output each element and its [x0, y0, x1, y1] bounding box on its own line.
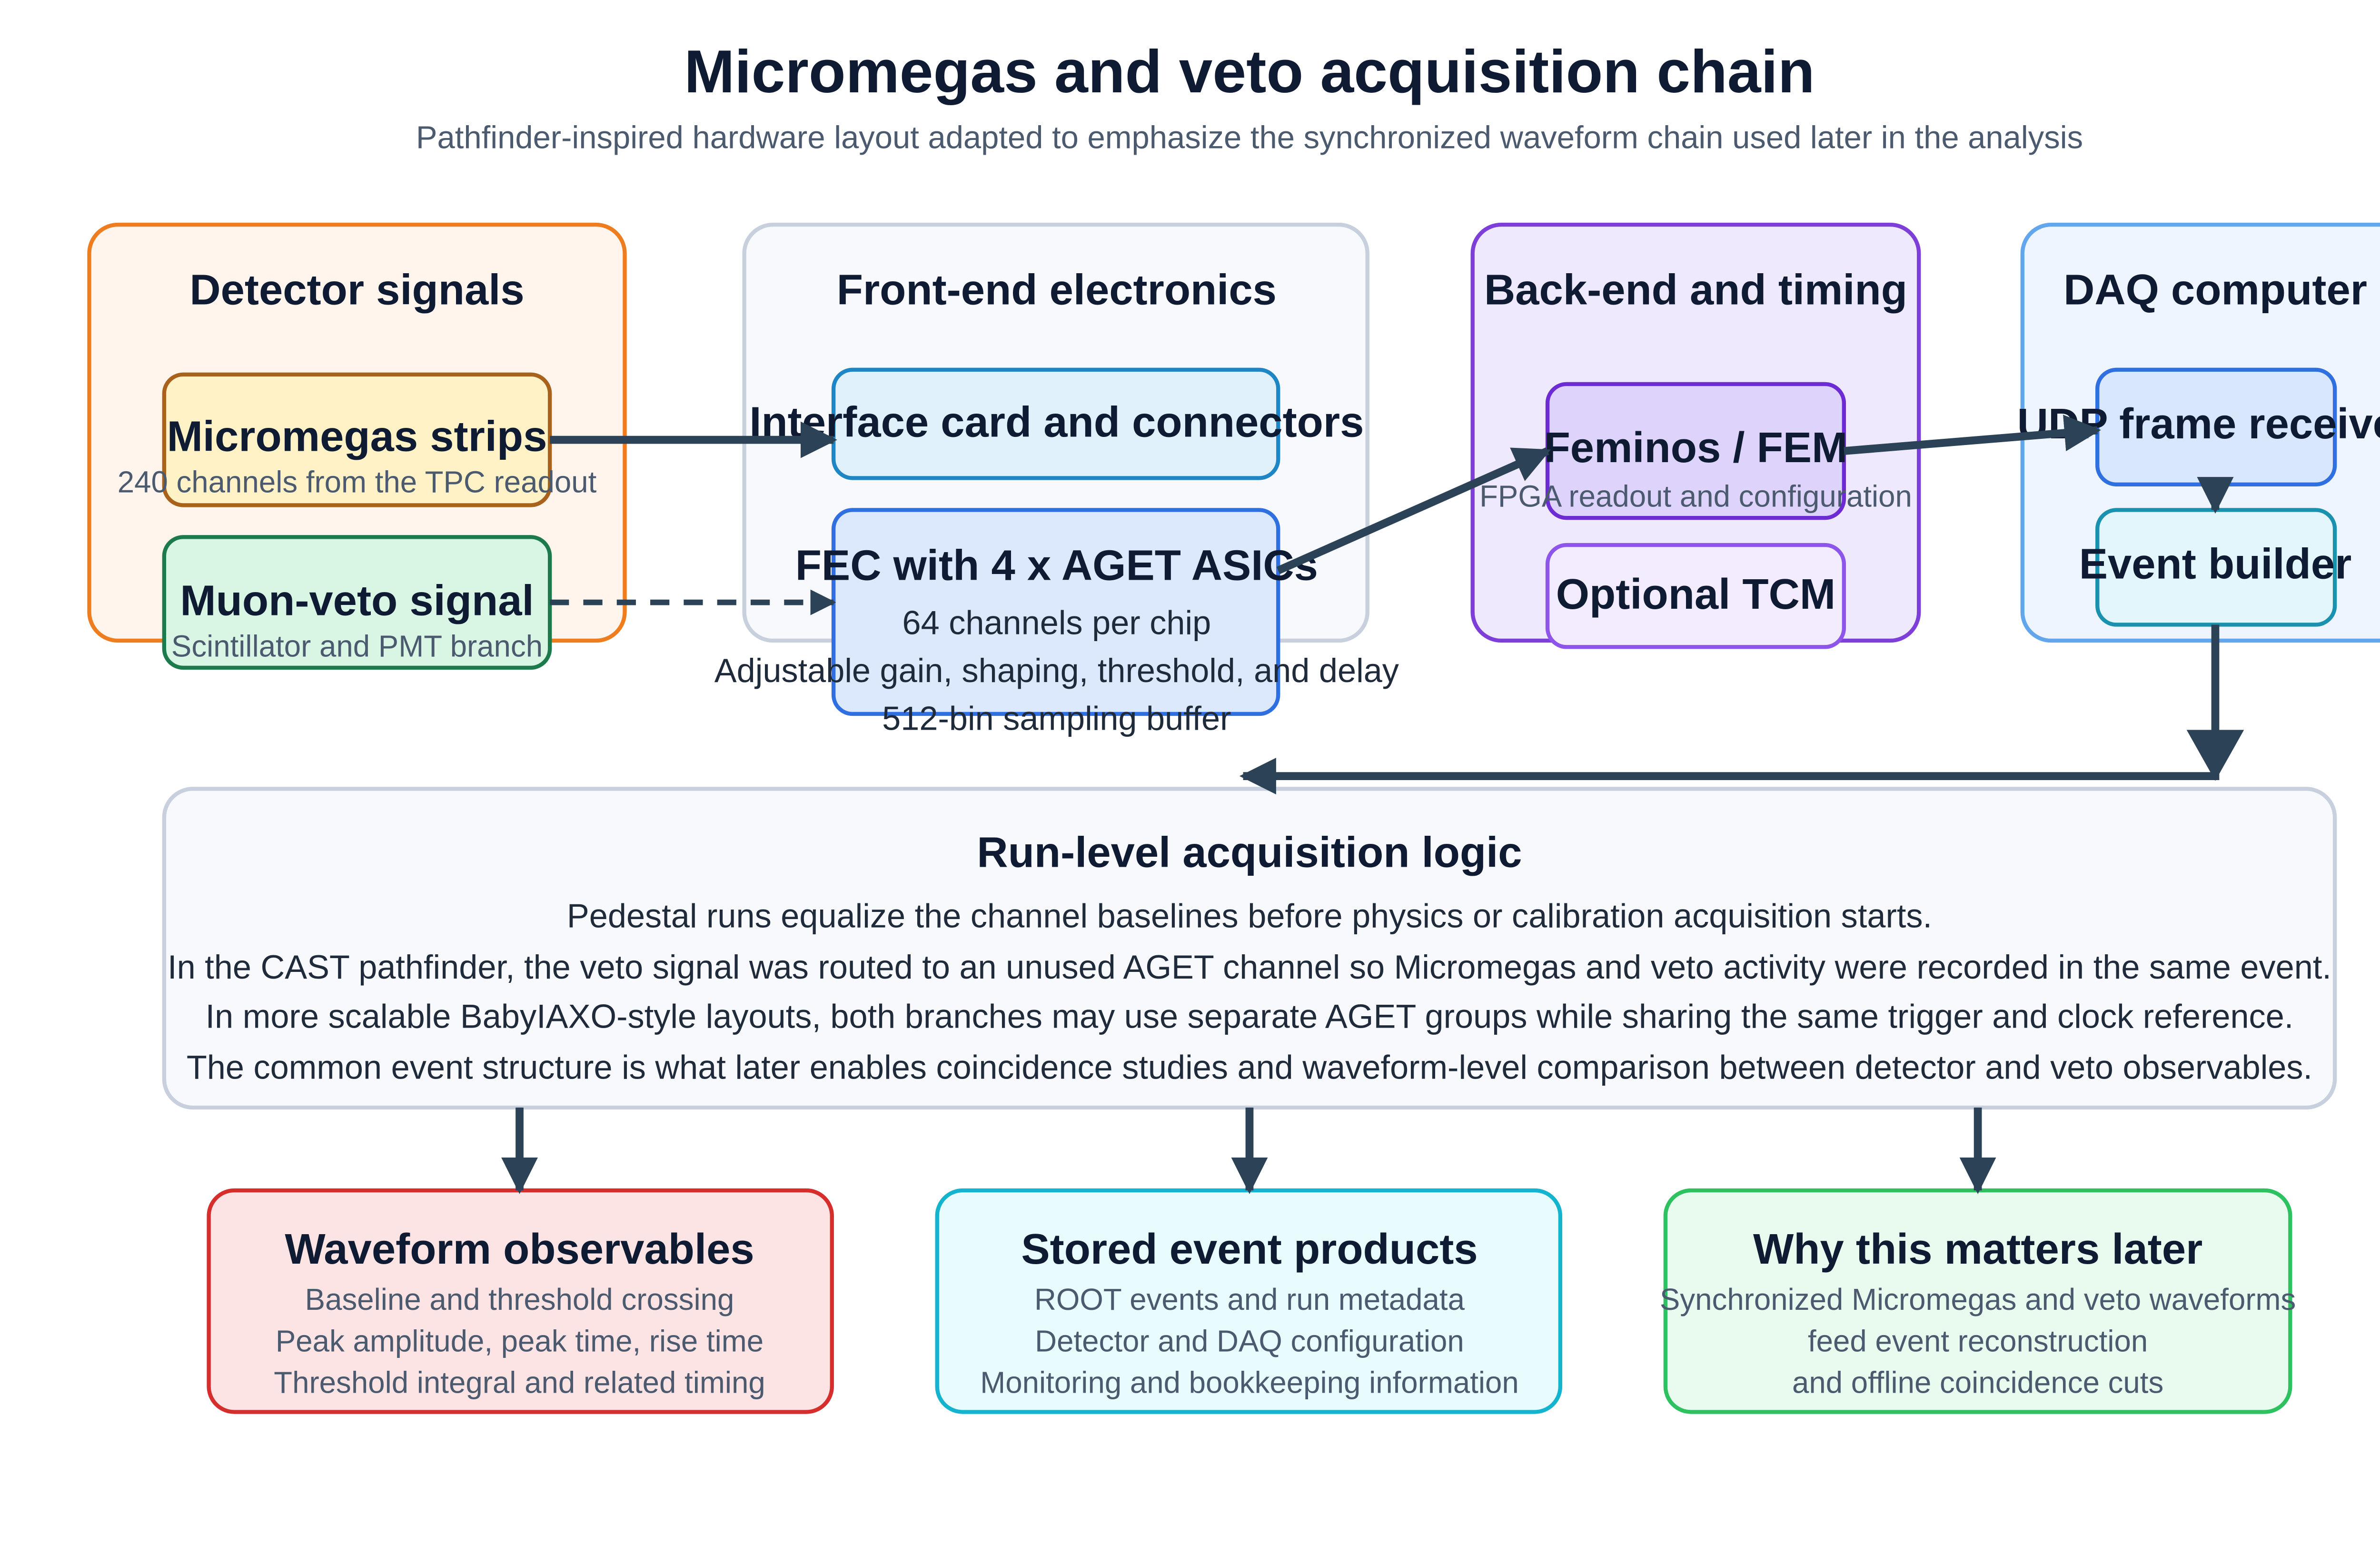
why-this-matters-box: Why this matters later Synchronized Micr…: [1660, 1188, 2296, 1414]
waveform-observables-box: Waveform observables Baseline and thresh…: [207, 1188, 834, 1414]
stored-event-products-title: Stored event products: [1021, 1225, 1478, 1273]
muon-veto-title: Muon-veto signal: [180, 576, 534, 624]
micromegas-strips-sub: 240 channels from the TPC readout: [118, 465, 597, 499]
stored-line: Detector and DAQ configuration: [1035, 1324, 1464, 1358]
waveform-line: Peak amplitude, peak time, rise time: [276, 1324, 764, 1358]
arrowhead-builder-down: [2186, 730, 2244, 781]
logic-line: In more scalable BabyIAXO-style layouts,…: [206, 998, 2294, 1035]
waveform-observables-title: Waveform observables: [285, 1225, 754, 1273]
muon-veto-signal-box: Muon-veto signal Scintillator and PMT br…: [162, 535, 552, 670]
stored-line: ROOT events and run metadata: [1034, 1283, 1465, 1316]
interface-card-title: Interface card and connectors: [749, 398, 1364, 446]
diagram-title: Micromegas and veto acquisition chain: [684, 38, 1815, 105]
event-builder-title: Event builder: [2079, 540, 2352, 588]
interface-card-box: Interface card and connectors: [749, 367, 1364, 480]
why-line: Synchronized Micromegas and veto wavefor…: [1660, 1283, 2296, 1316]
run-level-logic-title: Run-level acquisition logic: [977, 828, 1522, 876]
udp-receiver-title: UDP frame receiver: [2017, 400, 2380, 448]
feminos-sub: FPGA readout and configuration: [1479, 480, 1912, 514]
run-level-logic-box: Run-level acquisition logic Pedestal run…: [162, 787, 2337, 1110]
waveform-line: Threshold integral and related timing: [274, 1366, 765, 1399]
diagram-subtitle: Pathfinder-inspired hardware layout adap…: [416, 119, 2083, 155]
tcm-box: Optional TCM: [1545, 543, 1846, 649]
feminos-box: Feminos / FEM FPGA readout and configura…: [1479, 382, 1912, 520]
group-daq-title: DAQ computer: [2063, 266, 2367, 314]
waveform-line: Baseline and threshold crossing: [305, 1283, 734, 1316]
event-builder-box: Event builder: [2079, 508, 2352, 627]
arrow-feminos-to-udp: [1844, 415, 2101, 455]
group-frontend-title: Front-end electronics: [837, 266, 1277, 314]
muon-veto-sub: Scintillator and PMT branch: [171, 629, 543, 663]
micromegas-strips-title: Micromegas strips: [167, 413, 547, 461]
stored-event-products-box: Stored event products ROOT events and ru…: [935, 1188, 1563, 1414]
why-this-matters-title: Why this matters later: [1753, 1225, 2202, 1273]
why-line: feed event reconstruction: [1808, 1324, 2148, 1358]
tcm-title: Optional TCM: [1556, 570, 1835, 618]
feminos-title: Feminos / FEM: [1544, 424, 1848, 472]
group-detector-title: Detector signals: [189, 266, 524, 314]
why-line: and offline coincidence cuts: [1792, 1366, 2163, 1399]
fec-line: 64 channels per chip: [902, 604, 1211, 642]
stored-line: Monitoring and bookkeeping information: [980, 1366, 1519, 1399]
logic-line: The common event structure is what later…: [187, 1049, 2312, 1086]
fec-line: 512-bin sampling buffer: [882, 699, 1231, 737]
fec-line: Adjustable gain, shaping, threshold, and…: [714, 652, 1399, 689]
fec-title: FEC with 4 x AGET ASICs: [795, 542, 1318, 590]
fec-box: FEC with 4 x AGET ASICs 64 channels per …: [714, 508, 1399, 737]
micromegas-strips-box: Micromegas strips 240 channels from the …: [118, 372, 597, 507]
logic-line: In the CAST pathfinder, the veto signal …: [168, 948, 2331, 986]
group-backend-title: Back-end and timing: [1484, 266, 1907, 314]
logic-line: Pedestal runs equalize the channel basel…: [567, 897, 1932, 935]
arrow-fec-to-feminos: [1276, 447, 1551, 574]
